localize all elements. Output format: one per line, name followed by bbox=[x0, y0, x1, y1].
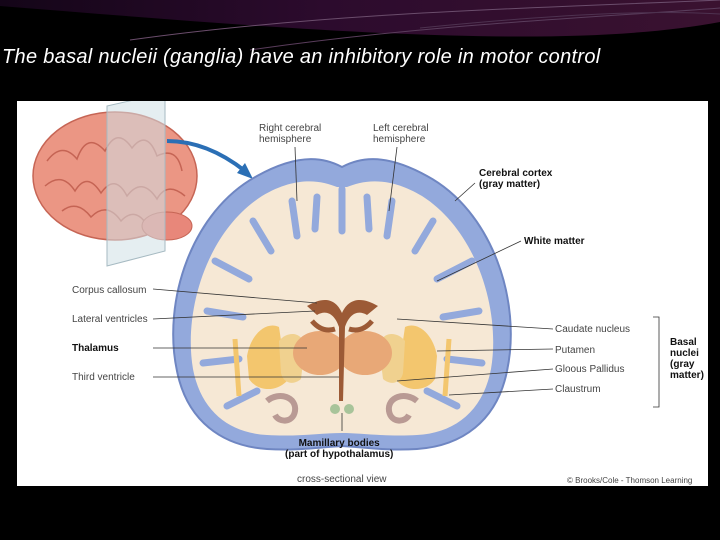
coronal-section bbox=[172, 158, 512, 451]
label-thalamus: Thalamus bbox=[72, 343, 119, 354]
label-globus-pallidus: Gloous Pallidus bbox=[555, 364, 625, 375]
label-putamen: Putamen bbox=[555, 345, 596, 356]
label-cerebral-cortex: Cerebral cortex(gray matter) bbox=[479, 168, 553, 190]
label-claustrum: Claustrum bbox=[555, 384, 601, 395]
slide-title: The basal nucleii (ganglia) have an inhi… bbox=[2, 46, 601, 68]
label-mamillary-bodies: Mamillary bodies(part of hypothalamus) bbox=[285, 438, 394, 460]
brain-illustration bbox=[17, 101, 708, 486]
leader-lines bbox=[152, 146, 660, 431]
copyright-credit: © Brooks/Cole - Thomson Learning bbox=[567, 476, 693, 485]
label-third-ventricle: Third ventricle bbox=[72, 372, 135, 383]
label-corpus-callosum: Corpus callosum bbox=[72, 285, 147, 296]
ventricles bbox=[307, 299, 378, 401]
label-caudate-nucleus: Caudate nucleus bbox=[555, 324, 631, 335]
whole-brain-inset bbox=[32, 101, 253, 267]
label-white-matter: White matter bbox=[524, 236, 585, 247]
label-lateral-ventricles: Lateral ventricles bbox=[72, 314, 148, 325]
label-cross-sectional-view: cross-sectional view bbox=[297, 474, 387, 485]
thalamus-region bbox=[293, 331, 347, 375]
